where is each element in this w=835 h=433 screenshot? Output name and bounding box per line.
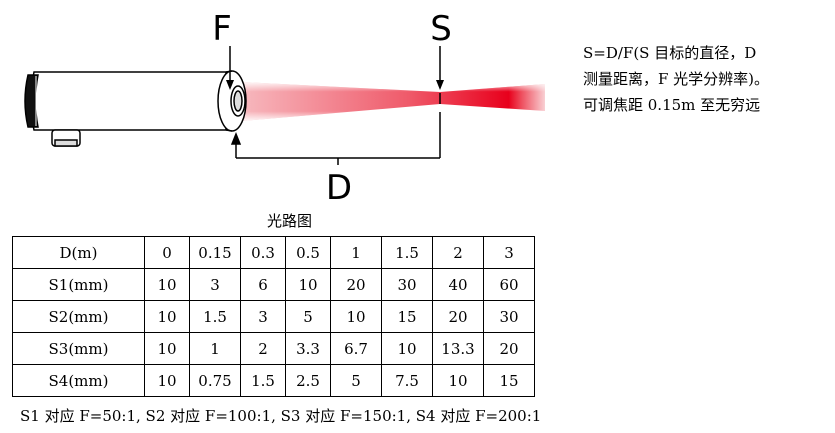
value-cell: 5	[285, 300, 331, 333]
optical-diagram: F S D	[24, 9, 545, 208]
s-marker: S	[430, 9, 452, 104]
label-f: F	[212, 9, 232, 49]
label-d: D	[326, 168, 352, 208]
value-cell: 2.5	[285, 364, 331, 397]
value-cell: 30	[483, 300, 535, 333]
value-cell: 10	[144, 268, 190, 301]
thermometer-device	[24, 70, 247, 147]
distance-cell: 0	[144, 236, 190, 269]
formula-line-2: 测量距离，F 光学分辨率)。	[583, 70, 770, 88]
value-cell: 20	[483, 332, 535, 365]
value-cell: 0.75	[189, 364, 241, 397]
distance-cell: 0.5	[285, 236, 331, 269]
distance-cell: 1	[330, 236, 382, 269]
formula-text: S=D/F(S 目标的直径，D 测量距离，F 光学分辨率)。 可调焦距 0.15…	[583, 40, 833, 118]
f-marker: F	[212, 9, 234, 90]
distance-cell: 3	[483, 236, 535, 269]
value-cell: 10	[381, 332, 433, 365]
value-cell: 10	[432, 364, 484, 397]
value-cell: 15	[483, 364, 535, 397]
value-cell: 10	[285, 268, 331, 301]
value-cell: 7.5	[381, 364, 433, 397]
value-cell: 20	[432, 300, 484, 333]
header-label-cell: D(m)	[12, 236, 145, 269]
value-cell: 20	[330, 268, 382, 301]
d-dimension	[230, 112, 441, 165]
row-label-cell: S1(mm)	[12, 268, 145, 301]
value-cell: 1.5	[189, 300, 241, 333]
value-cell: 10	[330, 300, 382, 333]
label-s: S	[430, 9, 452, 49]
value-cell: 13.3	[432, 332, 484, 365]
table-title: 光路图	[267, 212, 313, 230]
value-cell: 30	[381, 268, 433, 301]
distance-cell: 1.5	[381, 236, 433, 269]
row-label-cell: S4(mm)	[12, 364, 145, 397]
value-cell: 5	[330, 364, 382, 397]
formula-line-1: S=D/F(S 目标的直径，D	[583, 44, 757, 62]
value-cell: 40	[432, 268, 484, 301]
distance-cell: 0.15	[189, 236, 241, 269]
value-cell: 1	[189, 332, 241, 365]
value-cell: 10	[144, 364, 190, 397]
value-cell: 6.7	[330, 332, 382, 365]
value-cell: 3.3	[285, 332, 331, 365]
light-beam	[242, 82, 545, 121]
distance-cell: 0.3	[240, 236, 286, 269]
distance-cell: 2	[432, 236, 484, 269]
row-label-cell: S2(mm)	[12, 300, 145, 333]
value-cell: 1.5	[240, 364, 286, 397]
row-label-cell: S3(mm)	[12, 332, 145, 365]
formula-line-3: 可调焦距 0.15m 至无穷远	[583, 96, 761, 114]
footnote: S1 对应 F=50:1, S2 对应 F=100:1, S3 对应 F=150…	[20, 407, 542, 425]
value-cell: 10	[144, 332, 190, 365]
value-cell: 3	[189, 268, 241, 301]
value-cell: 2	[240, 332, 286, 365]
value-cell: 60	[483, 268, 535, 301]
value-cell: 3	[240, 300, 286, 333]
value-cell: 6	[240, 268, 286, 301]
value-cell: 15	[381, 300, 433, 333]
value-cell: 10	[144, 300, 190, 333]
